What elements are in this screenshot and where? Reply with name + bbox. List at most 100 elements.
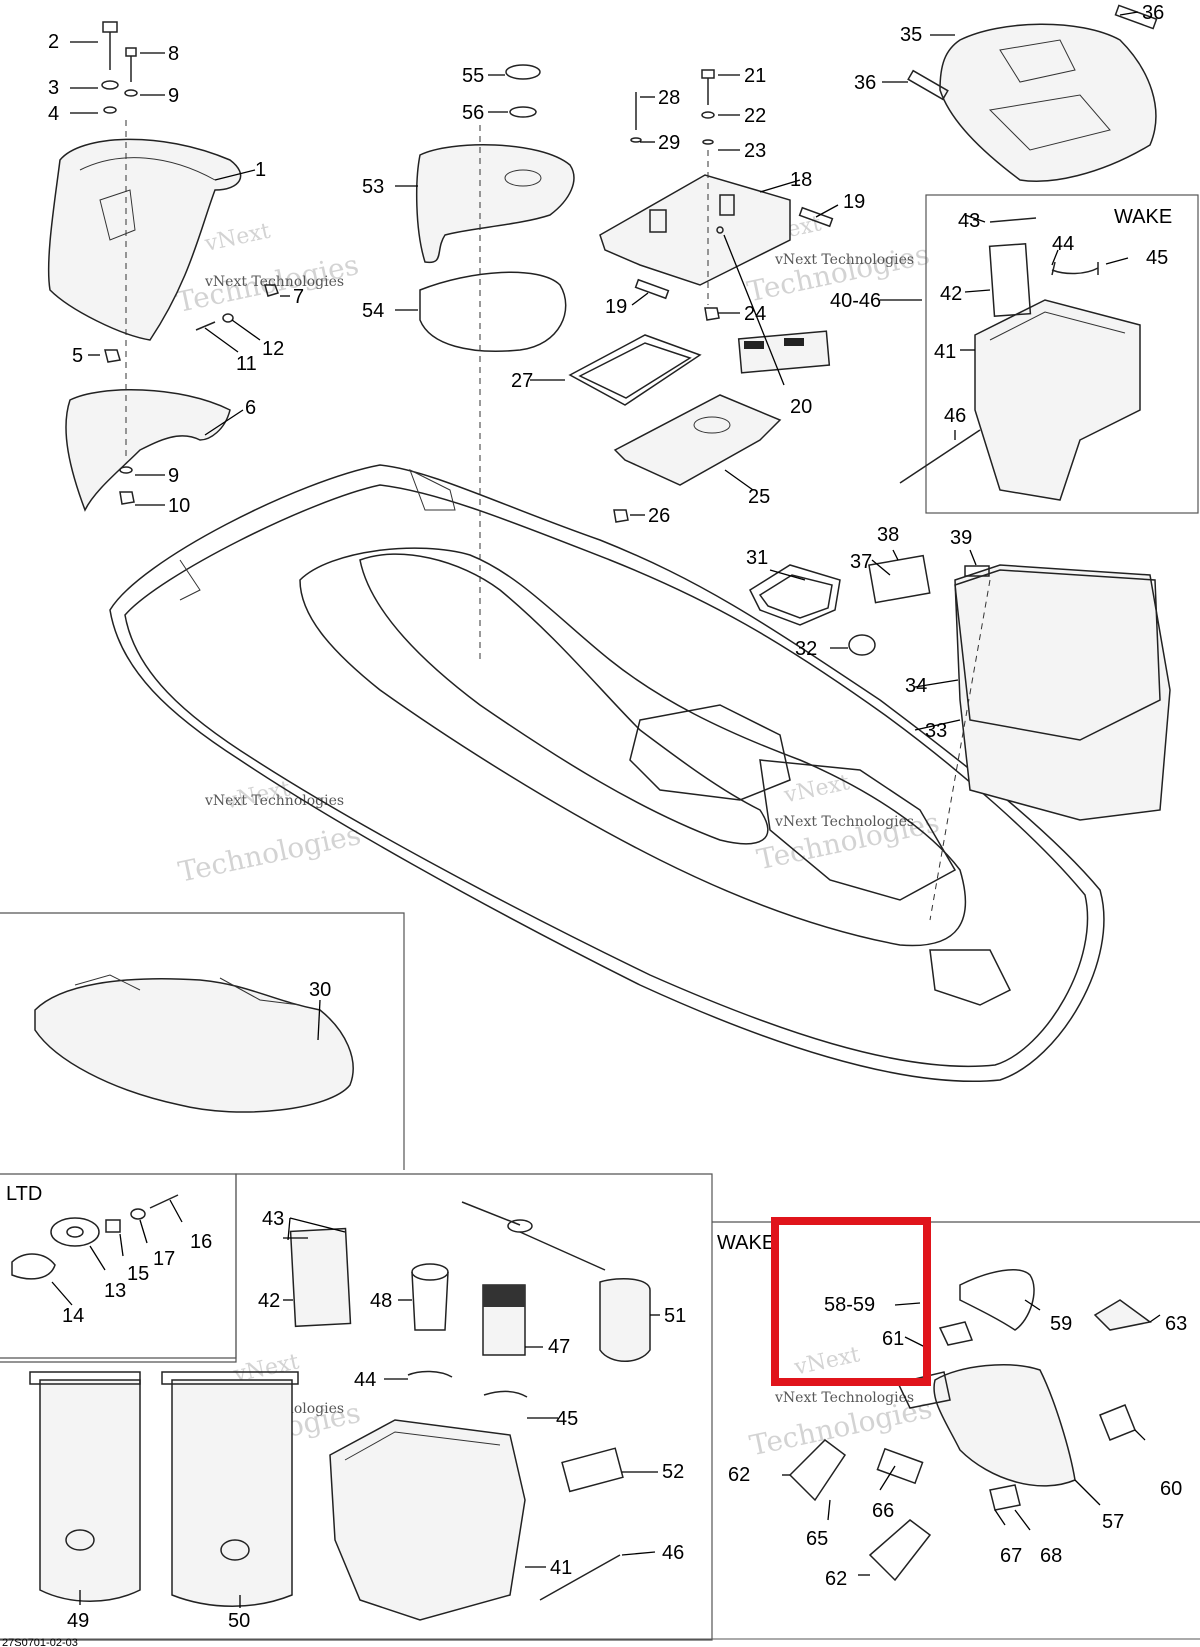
- callout-17: 17: [153, 1248, 175, 1270]
- watermark-text: vNext Technologies: [774, 1390, 914, 1406]
- callout-7: 7: [293, 286, 304, 308]
- callout-44: 44: [354, 1369, 376, 1391]
- callout-28: 28: [658, 87, 680, 109]
- wake-box-top: WAKE: [925, 194, 1199, 514]
- callout-46: 46: [944, 405, 966, 427]
- wake-box-bottom: WAKE: [712, 1221, 1200, 1254]
- callout-16: 16: [190, 1231, 212, 1253]
- callout-24: 24: [744, 303, 766, 325]
- part-18-bracket: [599, 69, 834, 321]
- fasteners-left: [101, 21, 279, 505]
- callout-56: 56: [462, 102, 484, 124]
- watermark-text: vNext: [791, 1342, 862, 1380]
- callout-48: 48: [370, 1290, 392, 1312]
- callout-22: 22: [744, 105, 766, 127]
- callout-31: 31: [746, 547, 768, 569]
- watermark-text: vNext Technologies: [774, 252, 914, 268]
- callout-35: 35: [900, 24, 922, 46]
- watermark-text: vNext: [781, 770, 852, 808]
- watermark-text: vNext Technologies: [204, 793, 344, 809]
- callout-45: 45: [556, 1408, 578, 1430]
- callout-61: 61: [882, 1328, 904, 1350]
- callout-33: 33: [925, 720, 947, 742]
- part-41-basket: [899, 217, 1141, 501]
- callout-58-59: 58-59: [824, 1294, 875, 1316]
- ltd-box: LTD: [0, 1173, 237, 1359]
- figure-id: 27S0701-02-03: [2, 1637, 78, 1647]
- callout-10: 10: [168, 495, 190, 517]
- callout-39: 39: [950, 527, 972, 549]
- callout-55: 55: [462, 65, 484, 87]
- callout-14: 14: [62, 1305, 84, 1327]
- section-label-wake: WAKE: [717, 1232, 775, 1254]
- callout-29: 29: [658, 132, 680, 154]
- callout-8: 8: [168, 43, 179, 65]
- callout-43: 43: [958, 210, 980, 232]
- callout-63: 63: [1165, 1313, 1187, 1335]
- part-35-lid: [907, 4, 1158, 182]
- callout-21: 21: [744, 65, 766, 87]
- callout-43: 43: [262, 1208, 284, 1230]
- callout-49: 49: [67, 1610, 89, 1632]
- callout-54: 54: [362, 300, 384, 322]
- callout-12: 12: [262, 338, 284, 360]
- part-53-storage-bin: [416, 64, 575, 660]
- callout-40-46: 40-46: [830, 290, 881, 312]
- callout-13: 13: [104, 1280, 126, 1302]
- callout-4: 4: [48, 103, 59, 125]
- callout-27: 27: [511, 370, 533, 392]
- watermark-text: vNext Technologies: [204, 274, 344, 290]
- callout-62: 62: [728, 1464, 750, 1486]
- callout-51: 51: [664, 1305, 686, 1327]
- wake-rack-parts: [788, 1269, 1152, 1582]
- leader-lines: [51, 11, 1161, 1608]
- callout-60: 60: [1160, 1478, 1182, 1500]
- section-label-wake: WAKE: [1114, 206, 1172, 228]
- part-25-tray: [613, 394, 782, 523]
- section-label-ltd: LTD: [6, 1183, 42, 1205]
- accessories-parts: [29, 1201, 651, 1621]
- accessories-box: [0, 1173, 713, 1641]
- callout-41: 41: [550, 1557, 572, 1579]
- callout-46: 46: [662, 1542, 684, 1564]
- part-20-label: [737, 330, 831, 374]
- callout-labels: 2 3 4 8 9 1 7 12 11 5 6 9 10 55 56 53 54…: [48, 2, 1187, 1632]
- watermark-text: Technologies: [176, 818, 364, 889]
- callout-9: 9: [168, 465, 179, 487]
- callout-38: 38: [877, 524, 899, 546]
- callout-45: 45: [1146, 247, 1168, 269]
- cover-inset-box: [0, 912, 405, 1170]
- callout-2: 2: [48, 31, 59, 53]
- callout-65: 65: [806, 1528, 828, 1550]
- callout-20: 20: [790, 396, 812, 418]
- callout-18: 18: [790, 169, 812, 191]
- callout-34: 34: [905, 675, 927, 697]
- watermark-group: vNext Technologies vNext Technologies vN…: [173, 211, 942, 1466]
- callout-3: 3: [48, 77, 59, 99]
- callout-25: 25: [748, 486, 770, 508]
- callout-5: 5: [72, 345, 83, 367]
- callout-62: 62: [825, 1568, 847, 1590]
- callout-6: 6: [245, 397, 256, 419]
- watermark-text: vNext Technologies: [774, 814, 914, 830]
- callout-30: 30: [309, 979, 331, 1001]
- callout-47: 47: [548, 1336, 570, 1358]
- deck-body: [109, 464, 1105, 1083]
- callout-42: 42: [940, 283, 962, 305]
- callout-68: 68: [1040, 1545, 1062, 1567]
- callout-19: 19: [843, 191, 865, 213]
- callout-52: 52: [662, 1461, 684, 1483]
- part-1-handle: [47, 138, 242, 341]
- callout-37: 37: [850, 551, 872, 573]
- callout-26: 26: [648, 505, 670, 527]
- callout-57: 57: [1102, 1511, 1124, 1533]
- callout-66: 66: [872, 1500, 894, 1522]
- part-33-large-bin: [749, 554, 1171, 921]
- part-6-bracket: [65, 389, 231, 512]
- callout-11: 11: [236, 353, 257, 375]
- callout-1: 1: [255, 159, 266, 181]
- watermark-text: vNext: [202, 219, 273, 257]
- callout-23: 23: [744, 140, 766, 162]
- callout-44: 44: [1052, 233, 1074, 255]
